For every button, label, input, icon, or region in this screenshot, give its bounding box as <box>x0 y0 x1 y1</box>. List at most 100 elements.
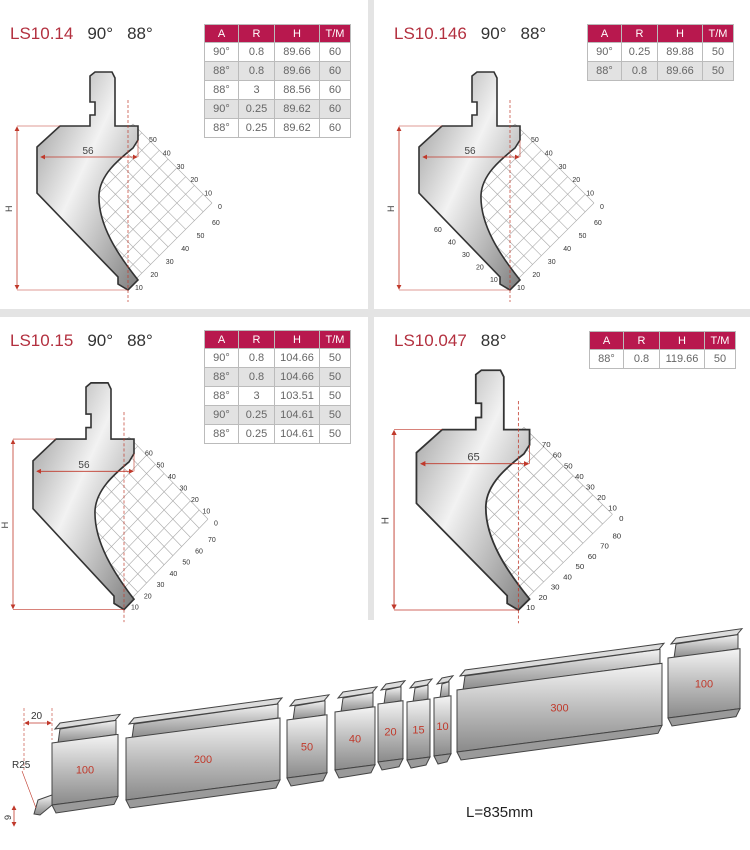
grid-scale-label: 30 <box>157 581 165 589</box>
grid-scale-label: 10 <box>586 191 594 198</box>
total-length-label: L=835mm <box>466 804 533 821</box>
grid-scale-label: 80 <box>612 532 621 541</box>
table-cell: 3 <box>238 80 275 100</box>
table-cell: 88° <box>204 118 239 138</box>
column-header: A <box>204 330 239 349</box>
grid-scale-label: 30 <box>180 484 188 492</box>
table-cell: 104.66 <box>274 348 320 368</box>
segment-length-label: 10 <box>436 721 448 733</box>
grid-scale-label: 40 <box>448 240 456 247</box>
bend-angle: 90° <box>87 24 114 43</box>
grid-scale-label: 20 <box>476 265 484 272</box>
table-cell: 104.66 <box>274 367 320 387</box>
table-cell: 88° <box>204 424 239 444</box>
segment-lip <box>286 772 328 787</box>
model-number: LS10.15 <box>10 331 74 350</box>
table-cell: 0.8 <box>238 61 275 81</box>
height-dimension-label: H <box>380 517 391 524</box>
grid-line <box>106 176 186 256</box>
bend-angle: 90° <box>87 331 114 350</box>
punch-profile <box>36 71 140 292</box>
grid-scale-label: 30 <box>166 259 174 266</box>
table-cell: 60 <box>319 99 351 119</box>
die-segment: 15 <box>406 678 434 769</box>
grid-scale-label: 10 <box>490 277 498 284</box>
radius-leader <box>21 770 37 809</box>
table-cell: 90° <box>587 42 622 62</box>
segment-rail <box>439 681 450 699</box>
grid-scale-label: 50 <box>579 233 587 240</box>
table-cell: 89.62 <box>274 99 320 119</box>
column-header: R <box>238 24 275 43</box>
table-cell: 90° <box>204 42 239 62</box>
table-cell: 88° <box>204 80 239 100</box>
grid-scale-label: 10 <box>517 285 525 292</box>
table-cell: 88° <box>204 367 239 387</box>
grid-line <box>523 427 613 515</box>
grid-scale-label: 60 <box>145 450 153 458</box>
model-number: LS10.146 <box>394 24 467 43</box>
segment-lip <box>456 724 663 761</box>
table-cell: 3 <box>238 386 275 406</box>
column-header: A <box>587 24 622 43</box>
bend-angle: 88° <box>520 24 547 43</box>
table-cell: 0.8 <box>623 349 660 369</box>
die-segment: 50 <box>286 694 331 787</box>
grid-scale-label: 20 <box>539 593 548 602</box>
column-header: T/M <box>702 24 734 43</box>
grid-line <box>93 482 174 565</box>
segment-end-profile <box>33 794 53 816</box>
grid-scale-label: 60 <box>588 552 597 561</box>
column-header: T/M <box>319 24 351 43</box>
grid-scale-label: 30 <box>559 164 567 171</box>
punch-profile <box>418 71 522 292</box>
table-cell: 89.66 <box>657 61 703 81</box>
column-header: A <box>589 331 624 350</box>
segment-rail-top <box>458 642 666 677</box>
grid-line <box>102 491 182 575</box>
segment-length-label: 200 <box>194 754 212 766</box>
radius-label: R25 <box>12 760 31 771</box>
grid-scale-label: 10 <box>204 191 212 198</box>
bend-angle: 88° <box>127 24 153 43</box>
grid-scale-label: 40 <box>563 246 571 253</box>
bend-angle: 88° <box>480 331 507 350</box>
table-cell: 0.25 <box>238 424 275 444</box>
grid-scale-label: 10 <box>608 503 617 512</box>
segment-length-label: 15 <box>412 725 424 737</box>
grid-line <box>124 132 204 212</box>
table-cell: 60 <box>319 118 351 138</box>
column-header: R <box>621 24 658 43</box>
grid-scale-label: 20 <box>144 592 152 600</box>
grid-line <box>102 464 182 547</box>
table-cell: 103.51 <box>274 386 320 406</box>
grid-scale-label: 40 <box>563 572 572 581</box>
grid-scale-label: 0 <box>619 514 624 523</box>
table-cell: 50 <box>702 61 734 81</box>
grid-scale-label: 10 <box>526 603 535 612</box>
height-dimension-label: H <box>4 206 14 213</box>
column-header: H <box>657 24 703 43</box>
grid-scale-label: 50 <box>149 137 157 144</box>
segment-length-label: 20 <box>384 726 396 738</box>
grid-line <box>97 167 178 248</box>
grid-scale-label: 60 <box>594 220 602 227</box>
table-cell: 0.25 <box>238 118 275 138</box>
grid-scale-label: 50 <box>575 562 584 571</box>
height-dimension-label: 9 <box>3 815 13 820</box>
grid-scale-label: 0 <box>600 204 604 211</box>
segment-rail-top <box>53 713 122 730</box>
